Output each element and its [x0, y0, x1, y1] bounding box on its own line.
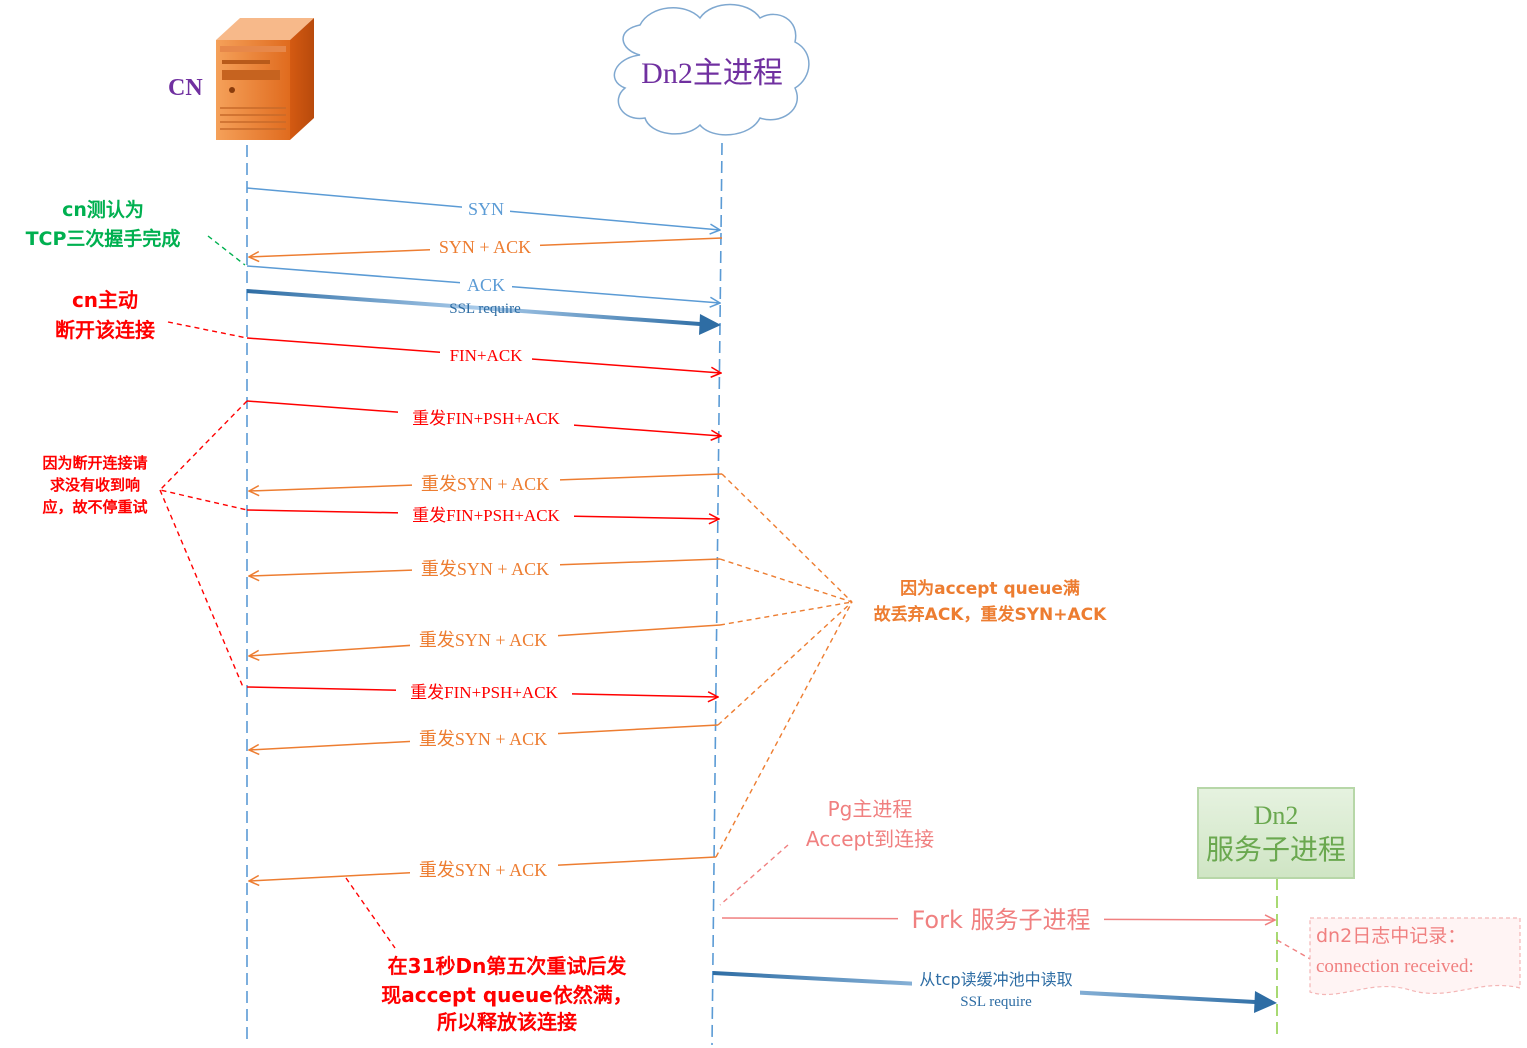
cn-handshake-note-line1: cn测认为	[62, 198, 144, 221]
ssl-require-arrowhead	[699, 314, 721, 335]
dn2-child-box	[1197, 787, 1355, 879]
release-note-line1: 在31秒Dn第五次重试后发	[388, 954, 628, 978]
ssl-require-label: SSL require	[449, 301, 521, 317]
handshake-callout-line	[207, 235, 246, 266]
pg-accept-note-line2: Accept到连接	[806, 827, 934, 851]
fin-ack-label: FIN+ACK	[450, 346, 524, 365]
cn-disconnect-note-line1: cn主动	[72, 288, 138, 312]
retry-callout-lines	[158, 400, 248, 511]
resend-synack-5-label: 重发SYN + ACK	[419, 860, 547, 880]
disconnect-callout-line	[167, 321, 248, 339]
resend-fin-3-label: 重发FIN+PSH+ACK	[410, 683, 558, 702]
accept-queue-note-line1: 因为accept queue满	[900, 578, 1080, 599]
fork-label: Fork 服务子进程	[911, 906, 1090, 934]
cn-retry-note-line1: 因为断开连接请	[42, 454, 147, 472]
release-callout-line	[345, 877, 396, 949]
release-note-line2: 现accept queue依然满，	[381, 983, 633, 1007]
dn2-log-note-line1: dn2日志中记录：	[1316, 925, 1466, 947]
read-ssl-label-line1: 从tcp读缓冲池中读取	[919, 970, 1072, 989]
dn2-log-note-box	[1309, 917, 1521, 996]
cn-label: CN	[168, 75, 203, 101]
cn-handshake-note-line2: TCP三次握手完成	[26, 227, 181, 250]
queue-callout-line-3	[719, 601, 853, 626]
cn-disconnect-note-line2: 断开该连接	[55, 318, 155, 342]
retry-callout-line-3	[159, 489, 244, 688]
resend-synack-3-label: 重发SYN + ACK	[419, 630, 547, 650]
read-ssl-label-line2: SSL require	[960, 994, 1032, 1010]
cloud-icon	[613, 3, 810, 136]
synack-label: SYN + ACK	[439, 237, 531, 257]
ack-label: ACK	[467, 275, 505, 295]
log-callout-line	[1276, 939, 1313, 961]
server-icon	[216, 18, 314, 140]
ssl-require-arrow	[246, 289, 701, 326]
dn2-child-label-line2: 服务子进程	[1206, 833, 1346, 866]
resend-synack-1-label: 重发SYN + ACK	[421, 474, 549, 494]
read-ssl-arrowhead	[1254, 991, 1277, 1013]
queue-callout-line-5	[715, 601, 853, 858]
resend-fin-1-label: 重发FIN+PSH+ACK	[412, 409, 560, 428]
resend-fin-2-label: 重发FIN+PSH+ACK	[412, 506, 560, 525]
syn-label: SYN	[468, 199, 504, 219]
pg-accept-callout-line	[719, 844, 789, 906]
resend-synack-2-label: 重发SYN + ACK	[421, 559, 549, 579]
queue-callout-line-1	[721, 473, 853, 603]
accept-queue-note-line2: 故丢弃ACK，重发SYN+ACK	[874, 604, 1107, 625]
cn-retry-note-line3: 应，故不停重试	[42, 498, 147, 516]
dn2-child-label-line1: Dn2	[1254, 801, 1299, 830]
release-note-line3: 所以释放该连接	[437, 1010, 577, 1034]
cn-retry-note-line2: 求没有收到响	[50, 476, 140, 494]
pg-accept-note-line1: Pg主进程	[828, 797, 913, 821]
dn2-main-lifeline	[711, 142, 723, 1046]
queue-callout-line-2	[719, 558, 853, 603]
dn2-log-note-line2: connection received:	[1316, 956, 1474, 977]
queue-callout-line-4	[717, 601, 853, 726]
resend-synack-4-label: 重发SYN + ACK	[419, 729, 547, 749]
dn2-main-label: Dn2主进程	[641, 57, 783, 90]
